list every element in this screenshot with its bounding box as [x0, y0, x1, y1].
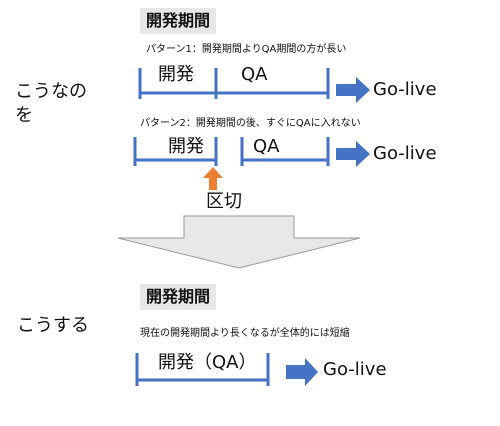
pattern1-dev-label: 開発 [158, 64, 194, 85]
pattern2-golive-label: Go-live [373, 143, 437, 164]
pattern2-dev-label: 開発 [168, 136, 204, 157]
bottom-side-label: こうする [17, 315, 89, 336]
cut-arrow [203, 167, 223, 190]
bottom-heading: 開発期間 [140, 284, 217, 310]
pattern1-golive-arrow [336, 77, 370, 103]
pattern1-timeline [138, 68, 370, 103]
pattern2-caption: パターン2：開発期間の後、すぐにQAに入れない [140, 118, 361, 129]
pattern1-qa-label: QA [241, 64, 268, 85]
pattern2-timeline [133, 137, 370, 167]
pattern1-golive-label: Go-live [373, 79, 437, 100]
pattern1-caption: パターン1：開発期間よりQA期間の方が長い [146, 44, 347, 55]
bottom-caption: 現在の開発期間より長くなるが全体的には短縮 [140, 328, 350, 339]
top-heading: 開発期間 [140, 8, 217, 34]
bottom-timeline [135, 353, 318, 386]
cut-label: 区切 [206, 191, 242, 212]
pattern2-qa-label: QA [253, 136, 280, 157]
bottom-golive-arrow [286, 358, 318, 386]
top-side-label: こうなの を [15, 81, 87, 126]
pattern2-golive-arrow [336, 141, 370, 167]
transition-down-arrow [117, 215, 361, 269]
bottom-golive-label: Go-live [323, 359, 387, 380]
bottom-dev-label: 開発（QA） [158, 352, 257, 373]
